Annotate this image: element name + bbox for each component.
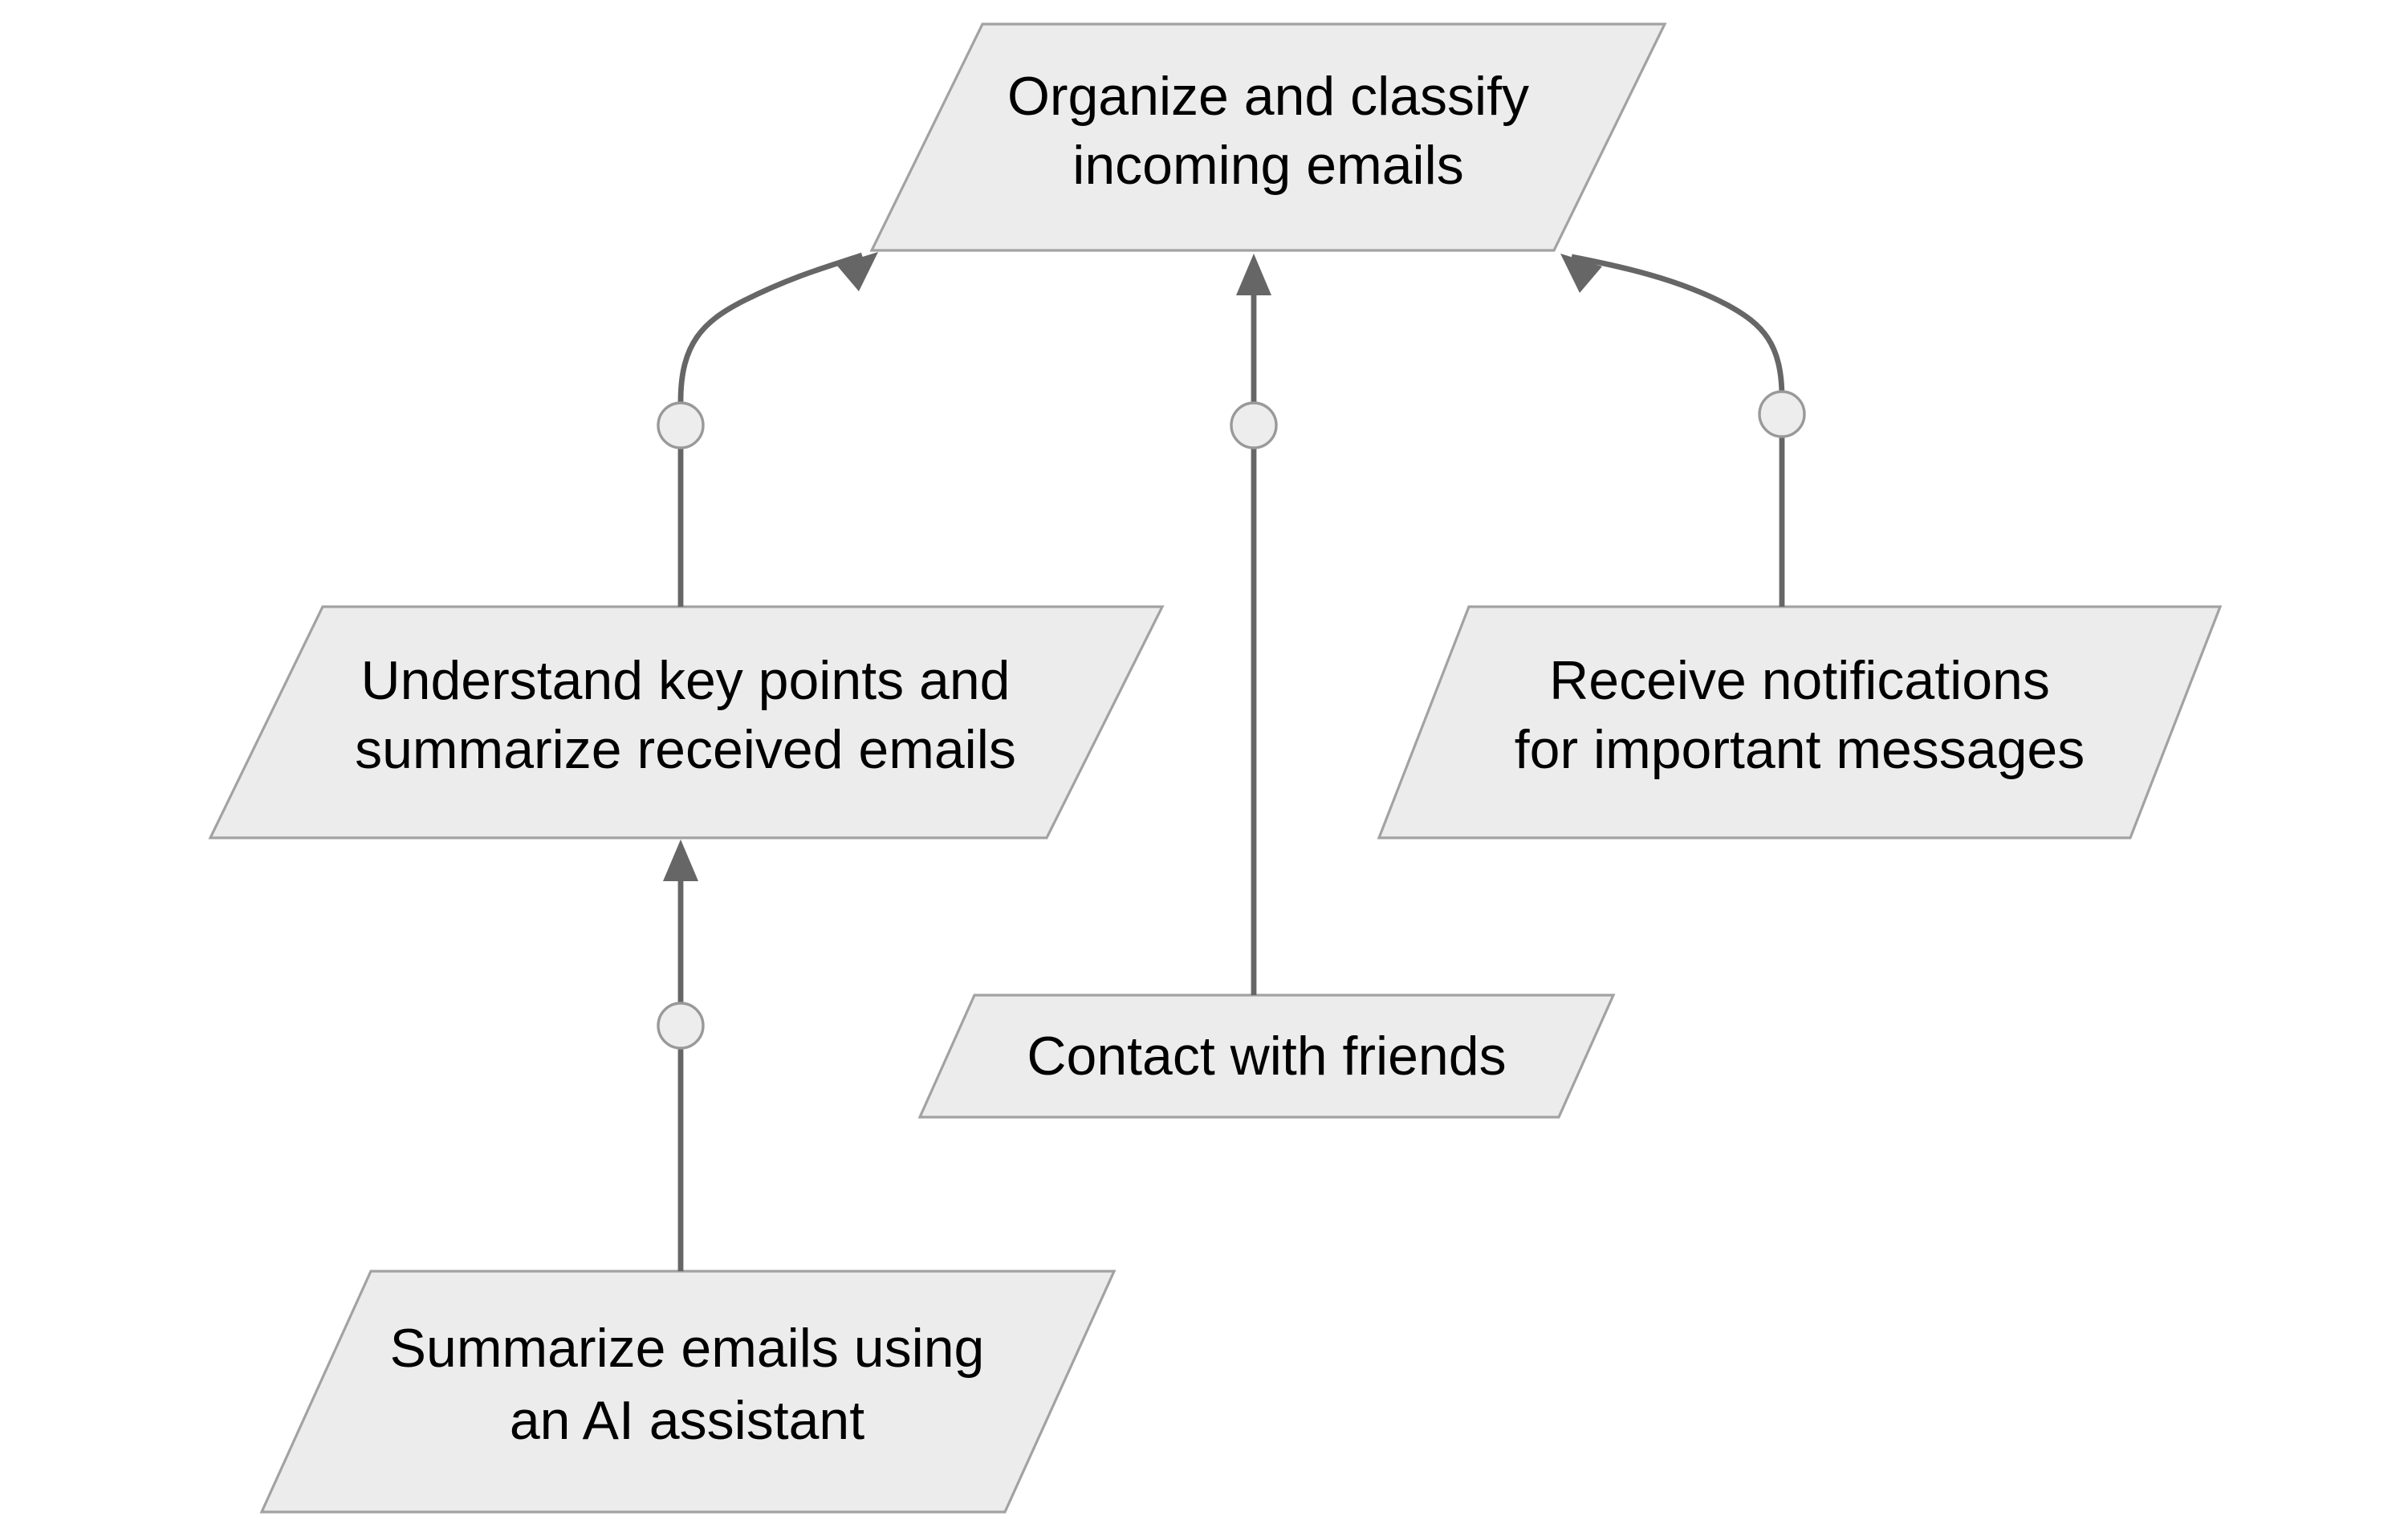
edge-contact-to-organize-arrowhead-icon [1236, 254, 1271, 295]
node-receive: Receive notifications for important mess… [1377, 605, 2223, 839]
node-organize: Organize and classify incoming emails [869, 22, 1667, 252]
edge-understand-to-organize-line [677, 252, 864, 607]
node-understand-label-line2: summarize received emails [355, 719, 1016, 780]
node-summarize: Summarize emails using an AI assistant [259, 1270, 1117, 1514]
edge-receive-to-organize-arrowhead-icon [1560, 254, 1602, 293]
edge-summarize-to-understand-midpoint-dot [657, 1002, 705, 1050]
node-understand: Understand key points and summarize rece… [208, 605, 1165, 839]
node-contact: Contact with friends [917, 994, 1616, 1119]
node-contact-label-line1: Contact with friends [1027, 1026, 1506, 1087]
edge-receive-to-organize-midpoint-dot [1758, 390, 1806, 438]
node-organize-label-line1: Organize and classify [1007, 66, 1529, 127]
node-receive-label-line1: Receive notifications [1549, 650, 2050, 711]
node-receive-shape [1377, 605, 2223, 839]
edge-summarize-to-understand [657, 839, 705, 1271]
node-organize-label-line2: incoming emails [1072, 135, 1464, 196]
node-summarize-label-line2: an AI assistant [510, 1390, 864, 1451]
edge-summarize-to-understand-arrowhead-icon [663, 839, 698, 881]
edge-contact-to-organize-midpoint-dot [1230, 401, 1278, 449]
edge-understand-to-organize [657, 252, 878, 607]
node-receive-label-line2: for important messages [1515, 719, 2085, 780]
node-understand-shape [208, 605, 1165, 839]
edge-receive-to-organize-line [1571, 254, 1785, 607]
edge-receive-to-organize [1560, 254, 1806, 607]
node-organize-shape [869, 22, 1667, 252]
node-summarize-shape [259, 1270, 1117, 1514]
node-summarize-label-line1: Summarize emails using [390, 1318, 985, 1379]
node-contact-shape [917, 994, 1616, 1119]
edge-understand-to-organize-midpoint-dot [657, 401, 705, 449]
node-understand-label-line1: Understand key points and [361, 650, 1011, 711]
edge-understand-to-organize-arrowhead-icon [836, 252, 878, 291]
edge-contact-to-organize [1230, 254, 1278, 995]
